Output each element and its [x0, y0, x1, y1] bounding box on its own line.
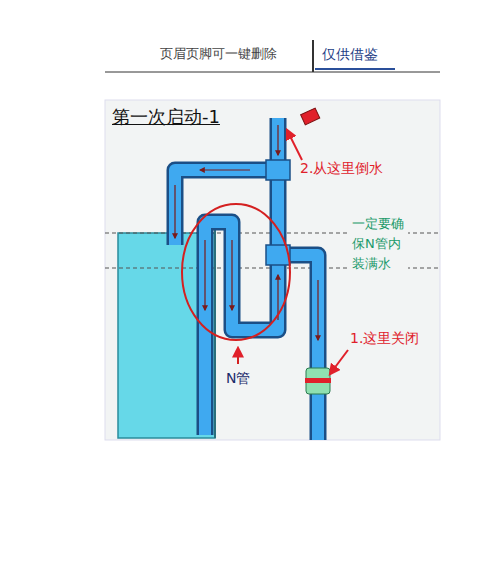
header-accent [315, 68, 395, 70]
leader-arrow [330, 350, 348, 374]
leader-arrow [287, 130, 302, 160]
leader-arrow [237, 348, 239, 364]
tank-wall [214, 215, 216, 438]
figure-ground [105, 100, 440, 440]
t-fitting [266, 160, 290, 180]
header-rule [105, 72, 440, 73]
header-note: 页眉页脚可一键删除 [160, 46, 277, 62]
valve [306, 368, 330, 394]
callout-note: 1.这里关闭 [350, 330, 419, 347]
valve-band [305, 378, 331, 383]
callout-note: 2.从这里倒水 [300, 160, 383, 177]
header-separator [312, 40, 314, 72]
callout-note: 一定要确保N管内装满水 [350, 214, 408, 274]
header-note: 仅供借鉴 [322, 46, 378, 63]
pipe-cap [301, 108, 320, 125]
flow-arrow [175, 125, 318, 340]
part-name: N管 [226, 370, 250, 387]
figure-title: 第一次启动-1 [112, 106, 220, 128]
pipe [175, 118, 318, 440]
highlight-ellipse [182, 204, 290, 340]
